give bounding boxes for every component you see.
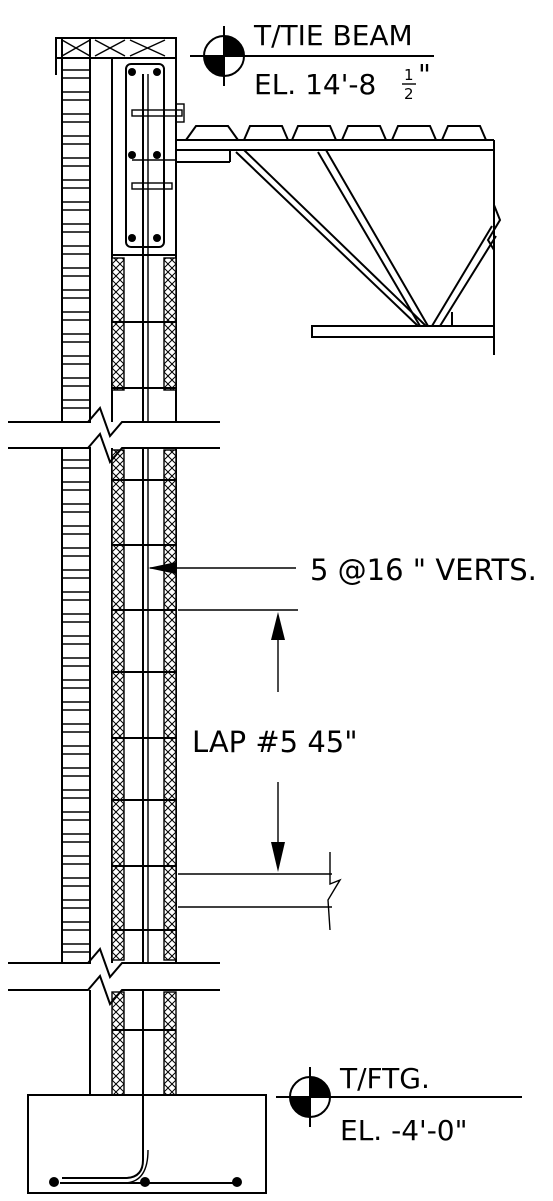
footing <box>27 1094 267 1194</box>
rebar-dot <box>128 68 136 76</box>
joist-assembly <box>176 125 502 355</box>
rebar-callout-text: 5 @16 " VERTS. <box>310 553 537 587</box>
stirrup <box>125 63 165 248</box>
rebar-dot <box>153 68 161 76</box>
bottom-marker-elevation: EL. -4'-0" <box>340 1114 468 1147</box>
rebar-dot <box>128 234 136 242</box>
elevation-marker-bottom: T/FTG. EL. -4'-0" <box>276 1062 522 1147</box>
rebar-callout: 5 @16 " VERTS. <box>148 553 537 587</box>
fraction-numerator: 1 <box>404 66 414 84</box>
break-line <box>8 406 220 1006</box>
rebar-dot <box>128 151 136 159</box>
elevation-marker-top: T/TIE BEAM EL. 14'-8 1 2 " <box>190 19 434 103</box>
rebar-dot <box>153 151 161 159</box>
wall-cap <box>55 37 177 59</box>
bottom-chord <box>311 325 495 338</box>
lap-dimension: LAP #5 45" <box>178 609 358 931</box>
break-mark <box>327 852 342 931</box>
lap-callout-text: LAP #5 45" <box>192 725 358 759</box>
cmu-wall <box>60 57 185 1184</box>
top-marker-elevation: EL. 14'-8 <box>254 68 376 101</box>
inch-mark: " <box>418 58 431 91</box>
top-marker-label: T/TIE BEAM <box>253 19 413 52</box>
rebar-dot <box>153 234 161 242</box>
fraction-denominator: 2 <box>404 85 414 103</box>
bottom-marker-label: T/FTG. <box>339 1062 430 1095</box>
metal-deck <box>185 125 487 141</box>
rebar-hook <box>62 1159 144 1179</box>
